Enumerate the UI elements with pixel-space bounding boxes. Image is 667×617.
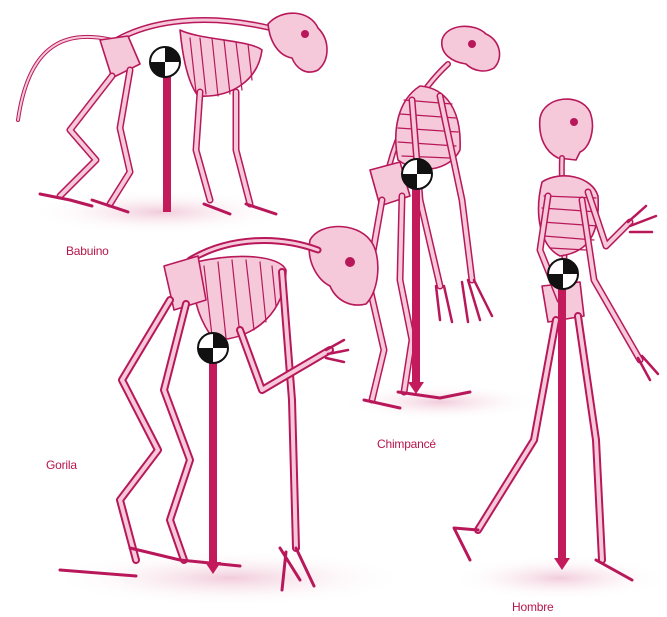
label-babuino: Babuino	[66, 244, 109, 258]
baboon-skeleton-icon	[18, 13, 327, 214]
chimpanzee-skeleton-icon	[364, 26, 500, 408]
gorilla-gravity-line	[205, 352, 221, 574]
center-of-gravity-marker-icon	[548, 259, 578, 289]
label-gorila: Gorila	[46, 458, 77, 472]
label-chimpance: Chimpancé	[377, 437, 436, 451]
baboon-gravity-line	[163, 66, 171, 212]
label-hombre: Hombre	[512, 600, 553, 614]
gorilla-skeleton-icon	[60, 227, 378, 591]
center-of-gravity-marker-icon	[150, 47, 180, 77]
center-of-gravity-marker-icon	[402, 159, 432, 189]
center-of-gravity-marker-icon	[198, 333, 228, 363]
human-skeleton-icon	[454, 99, 658, 580]
